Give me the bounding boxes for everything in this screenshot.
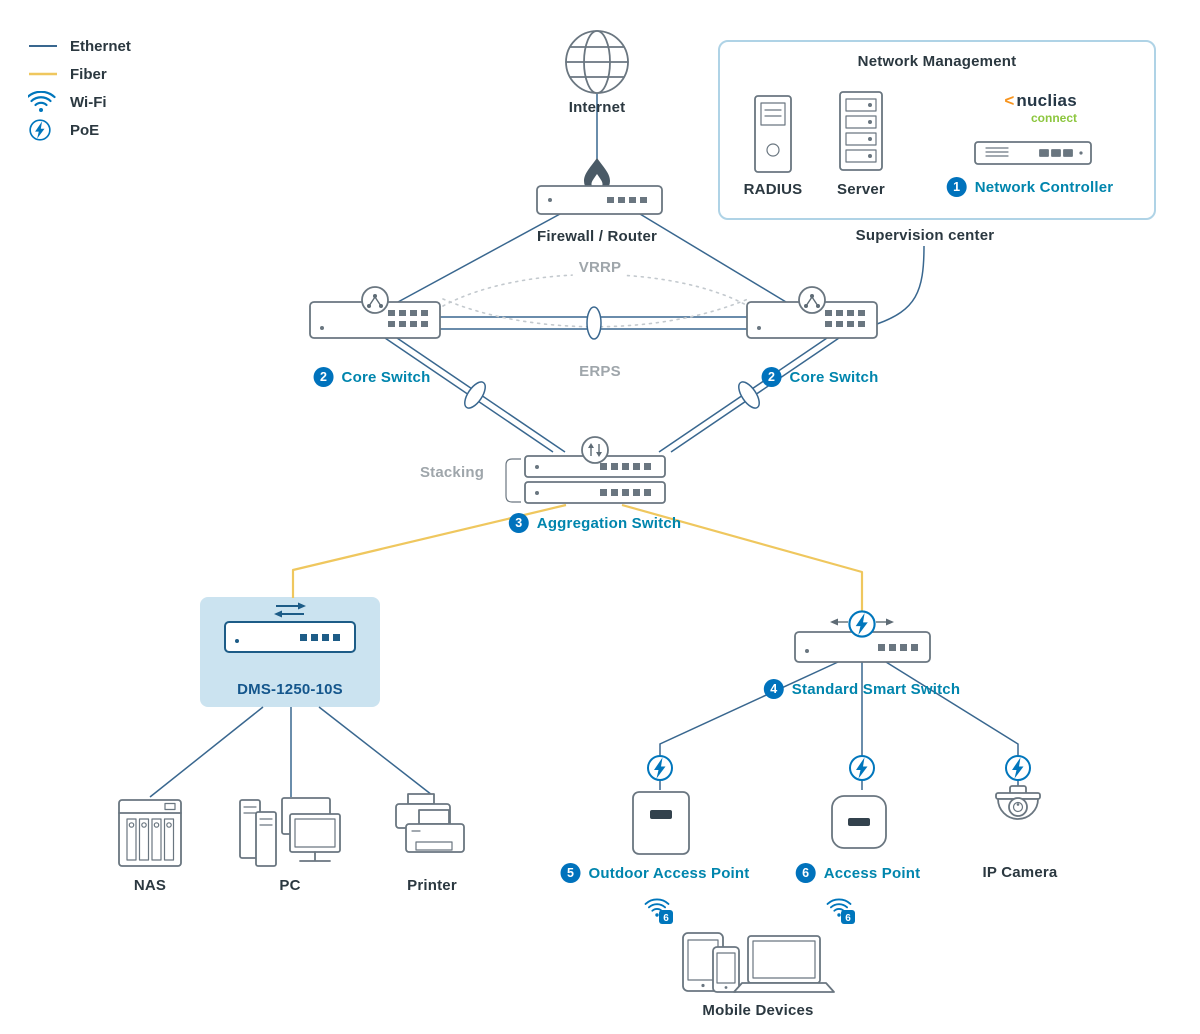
pc-label: PC: [279, 877, 301, 894]
outdoor-ap-label: 5 Outdoor Access Point: [560, 863, 750, 883]
dlink-logo: [848, 818, 870, 826]
legend-label: Ethernet: [70, 37, 131, 55]
legend-item-ethernet: Ethernet: [28, 36, 131, 56]
legend-item-wifi: Wi-Fi: [28, 91, 131, 113]
core-switch-left-icon: [309, 286, 441, 339]
network-controller-label: 1 Network Controller: [946, 177, 1114, 197]
step-badge-3: 3: [508, 513, 529, 533]
wifi6-icon: 6: [644, 898, 673, 924]
smart-switch-label: 4 Standard Smart Switch: [763, 679, 960, 699]
supervision-center-label: Supervision center: [855, 227, 995, 244]
poe-icon: [647, 755, 673, 781]
nuclias-connect-wordmark: connect: [1030, 111, 1077, 125]
aggregation-switch-label: 3 Aggregation Switch: [508, 513, 681, 533]
core-switch-right-icon: [746, 286, 878, 339]
firewall-label: Firewall / Router: [536, 228, 658, 245]
legend-label: Wi-Fi: [70, 93, 107, 111]
smart-switch-icon: [794, 610, 931, 663]
fiber-links: [291, 503, 864, 614]
core-switch-left-label: 2 Core Switch: [313, 367, 431, 387]
network-controller-icon: [974, 141, 1092, 165]
step-badge-5: 5: [560, 863, 581, 883]
core-switch-right-label: 2 Core Switch: [761, 367, 879, 387]
internet-label: Internet: [568, 99, 626, 116]
stacking-bracket: [505, 458, 521, 503]
printer-label: Printer: [407, 877, 457, 894]
access-point-label: 6 Access Point: [795, 863, 921, 883]
link-aggregation-rings: [464, 306, 760, 409]
printer-icon: [395, 793, 465, 853]
legend-item-poe: PoE: [28, 118, 131, 142]
poe-icon: [848, 610, 876, 638]
nuclias-chevron-icon: <: [1004, 91, 1015, 110]
fiber-line-icon: [28, 71, 60, 77]
mobile-devices-icon: [682, 932, 835, 993]
routing-icon: [361, 286, 389, 314]
step-badge-4: 4: [763, 679, 784, 699]
routing-icon: [798, 286, 826, 314]
legend-item-fiber: Fiber: [28, 64, 131, 84]
access-point-icon: [831, 795, 887, 849]
outdoor-ap-icon: [632, 791, 690, 855]
poe-icon: [849, 755, 875, 781]
legend: Ethernet Fiber Wi-Fi PoE: [28, 36, 131, 142]
ip-camera-icon: [995, 785, 1041, 820]
poe-icon: [28, 118, 60, 142]
wifi-icon: [28, 91, 60, 113]
erps-label: ERPS: [579, 363, 621, 380]
firewall-icon: [536, 158, 663, 215]
server-label: Server: [837, 181, 885, 198]
stacking-arrows-icon: [581, 436, 609, 464]
poe-icon: [1005, 755, 1031, 781]
ethernet-line-icon: [28, 43, 60, 49]
svg-text:6: 6: [845, 913, 851, 924]
nas-label: NAS: [133, 877, 167, 894]
step-badge-2: 2: [761, 367, 782, 387]
stacking-label: Stacking: [419, 464, 485, 481]
dms-switch-icon: [224, 602, 356, 653]
nuclias-logo: < nuclias connect: [985, 92, 1077, 124]
aggregation-switch-icon: [505, 436, 666, 504]
network-management-title: Network Management: [857, 53, 1017, 70]
wifi6-icon: 6: [826, 898, 855, 924]
svg-text:6: 6: [663, 913, 669, 924]
internet-globe-icon: [565, 30, 629, 94]
radius-server-icon: [754, 95, 792, 173]
step-badge-6: 6: [795, 863, 816, 883]
server-rack-icon: [839, 91, 883, 171]
step-badge-2: 2: [313, 367, 334, 387]
mobile-devices-label: Mobile Devices: [702, 1002, 814, 1019]
nas-icon: [118, 799, 182, 867]
radius-label: RADIUS: [743, 181, 803, 198]
step-badge-1: 1: [946, 177, 967, 197]
legend-label: Fiber: [70, 65, 107, 83]
ip-camera-label: IP Camera: [982, 864, 1058, 881]
dms-label: DMS-1250-10S: [237, 681, 343, 698]
dlink-logo: [650, 810, 672, 819]
legend-label: PoE: [70, 121, 100, 139]
nuclias-wordmark: nuclias: [1016, 91, 1077, 110]
pc-icon: [239, 797, 341, 867]
vrrp-label: VRRP: [572, 259, 628, 276]
